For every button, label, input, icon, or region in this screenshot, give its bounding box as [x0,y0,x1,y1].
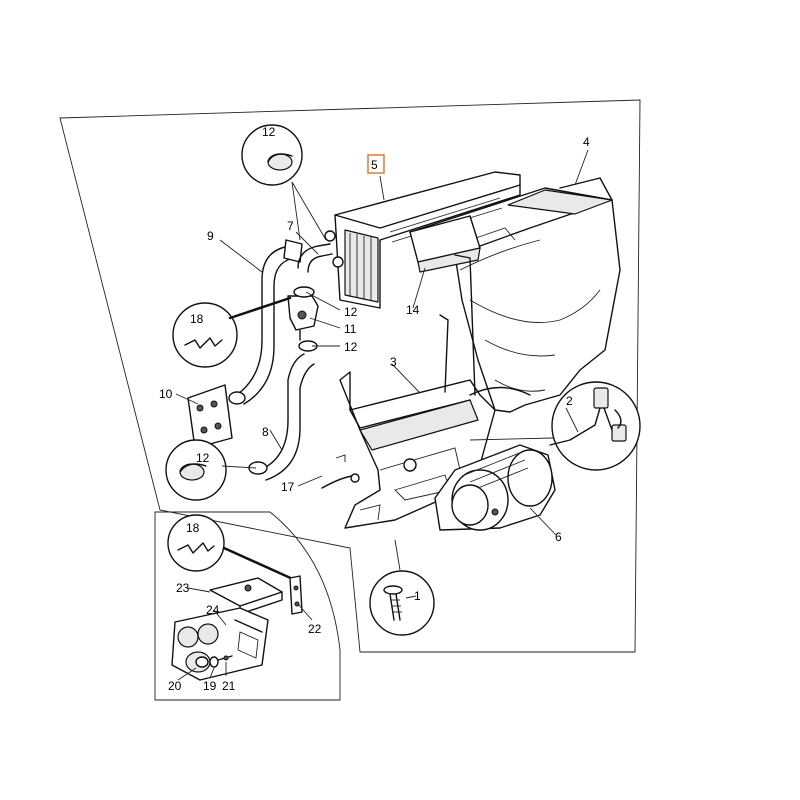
detail-circle-clip-lower [165,439,257,501]
hose-7 [297,243,333,273]
callout-2: 2 [566,394,573,408]
control-cable [321,454,353,489]
inset-boundary [154,511,341,701]
blower-fan [434,444,556,531]
main-frame-outline [59,99,641,653]
detail-circle-clip-18 [172,296,292,368]
air-flap [409,215,481,273]
callout-18-a: 18 [190,312,204,326]
callout-11: 11 [344,322,357,336]
callout-highlight-box [367,154,385,174]
callout-10: 10 [159,387,173,401]
callout-1: 1 [414,589,421,603]
callout-12-top: 12 [262,125,276,139]
callout-labels: 5 4 12 7 9 14 12 11 12 18 3 10 2 8 12 17… [159,125,590,693]
callout-19: 19 [203,679,217,693]
callout-18-b: 18 [186,521,200,535]
callout-9: 9 [207,229,214,243]
callout-12-b: 12 [344,340,358,354]
heater-hose-8 [259,353,315,481]
knob-spring-19 [209,656,219,668]
control-knob-20 [185,651,211,673]
callout-14: 14 [406,303,420,317]
callout-3: 3 [390,355,397,369]
callout-12-a: 12 [344,305,358,319]
lower-housing [339,254,531,529]
detail-circle-screw [369,539,435,636]
detail-circle-clip-top [241,124,327,241]
callout-21: 21 [222,679,236,693]
mounting-bracket [187,384,233,449]
callout-4: 4 [583,135,590,149]
detail-circle-clip-inset [167,514,297,582]
water-valve [287,295,319,341]
callout-7: 7 [287,219,294,233]
control-bracket-23 [209,577,283,615]
callout-5: 5 [371,158,378,172]
callout-17: 17 [281,480,295,494]
callout-22: 22 [308,622,322,636]
detail-circle-connector [469,381,641,471]
control-panel-24 [171,607,269,681]
callout-12-c: 12 [196,451,210,465]
callout-6: 6 [555,530,562,544]
heater-hose-9 [231,239,303,405]
callout-20: 20 [168,679,182,693]
leader-lines [175,149,589,681]
knob-washer-21 [217,655,233,661]
callout-8: 8 [262,425,269,439]
control-strip-22 [289,575,303,615]
callout-24: 24 [206,603,220,617]
hose-clip-left [228,391,246,405]
callout-23: 23 [176,581,190,595]
hose-clip-upper [293,286,315,298]
